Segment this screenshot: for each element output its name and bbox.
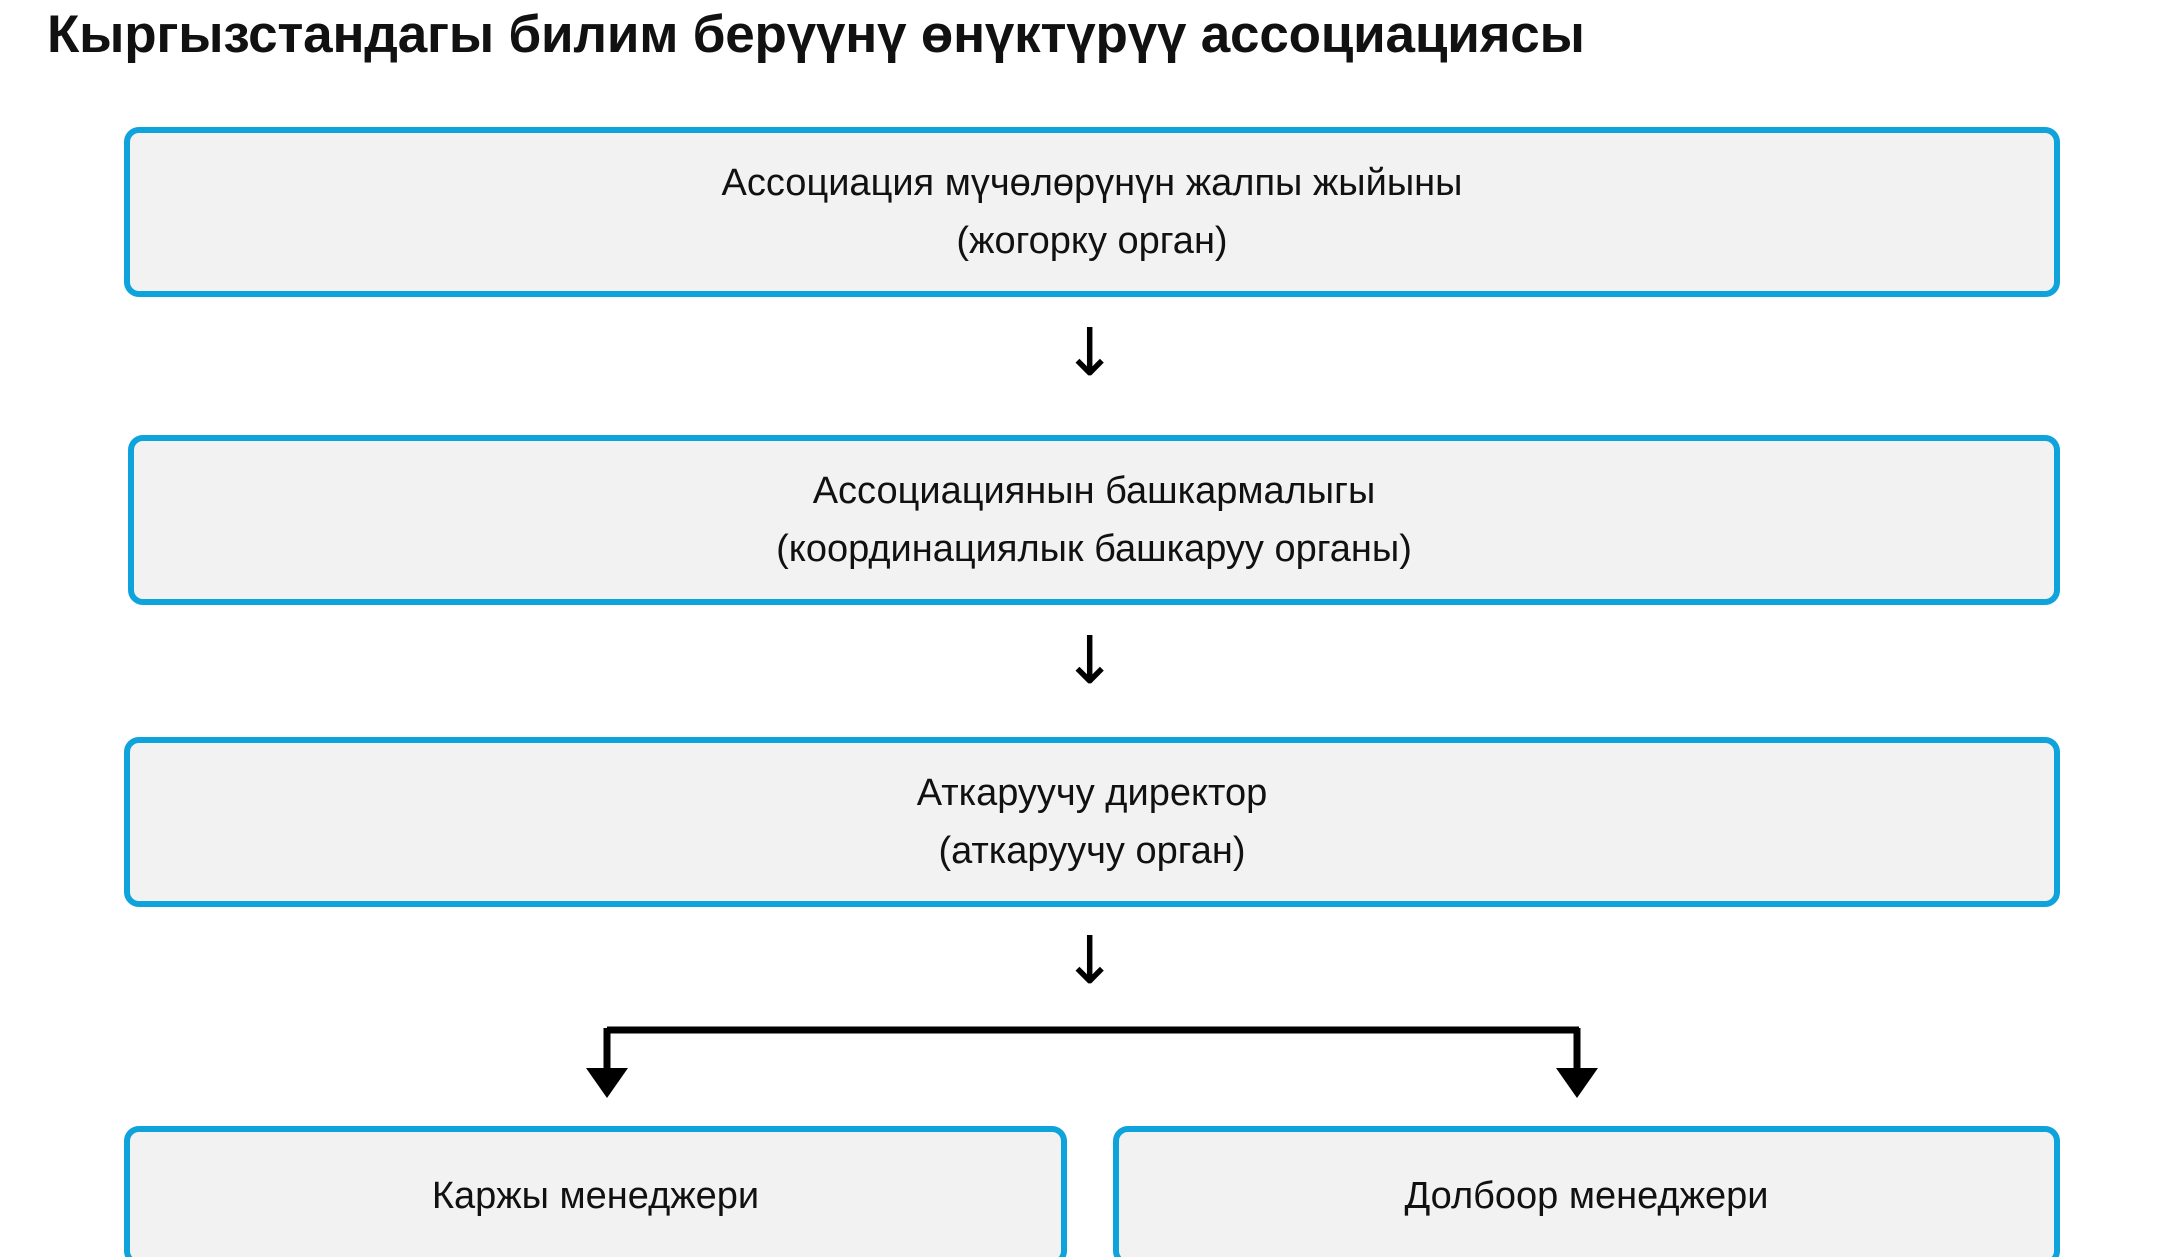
arrow-down-icon-left-branch bbox=[586, 1068, 628, 1098]
page-title: Кыргызстандагы билим берүүнү өнүктүрүү а… bbox=[47, 5, 1585, 64]
node-association-board: Ассоциациянын башкармалыгы (координациял… bbox=[128, 435, 2060, 605]
node-general-assembly-line2: (жогорку орган) bbox=[956, 220, 1228, 262]
node-executive-director-line1: Аткаруучу директор bbox=[916, 772, 1268, 814]
node-executive-director: Аткаруучу директор (аткаруучу орган) bbox=[124, 737, 2060, 907]
node-general-assembly-line1: Ассоциация мүчөлөрүнүн жалпы жыйыны bbox=[721, 162, 1463, 204]
node-executive-director-line2: (аткаруучу орган) bbox=[938, 830, 1246, 872]
node-project-manager-label: Долбоор менеджери bbox=[1404, 1175, 1769, 1217]
node-association-board-line2: (координациялык башкаруу органы) bbox=[776, 528, 1412, 570]
node-finance-manager: Каржы менеджери bbox=[124, 1126, 1067, 1257]
arrow-down-icon-assembly-to-board: ↓ bbox=[1062, 314, 1118, 391]
branch-connector bbox=[586, 1026, 1598, 1098]
node-general-assembly: Ассоциация мүчөлөрүнүн жалпы жыйыны (жог… bbox=[124, 127, 2060, 297]
arrow-down-icon-board-to-director: ↓ bbox=[1062, 622, 1118, 699]
node-association-board-line1: Ассоциациянын башкармалыгы bbox=[812, 470, 1376, 512]
node-finance-manager-label: Каржы менеджери bbox=[431, 1175, 760, 1217]
node-project-manager: Долбоор менеджери bbox=[1113, 1126, 2060, 1257]
arrow-down-icon-director-to-split: ↓ bbox=[1062, 922, 1118, 999]
arrow-down-icon-right-branch bbox=[1556, 1068, 1598, 1098]
